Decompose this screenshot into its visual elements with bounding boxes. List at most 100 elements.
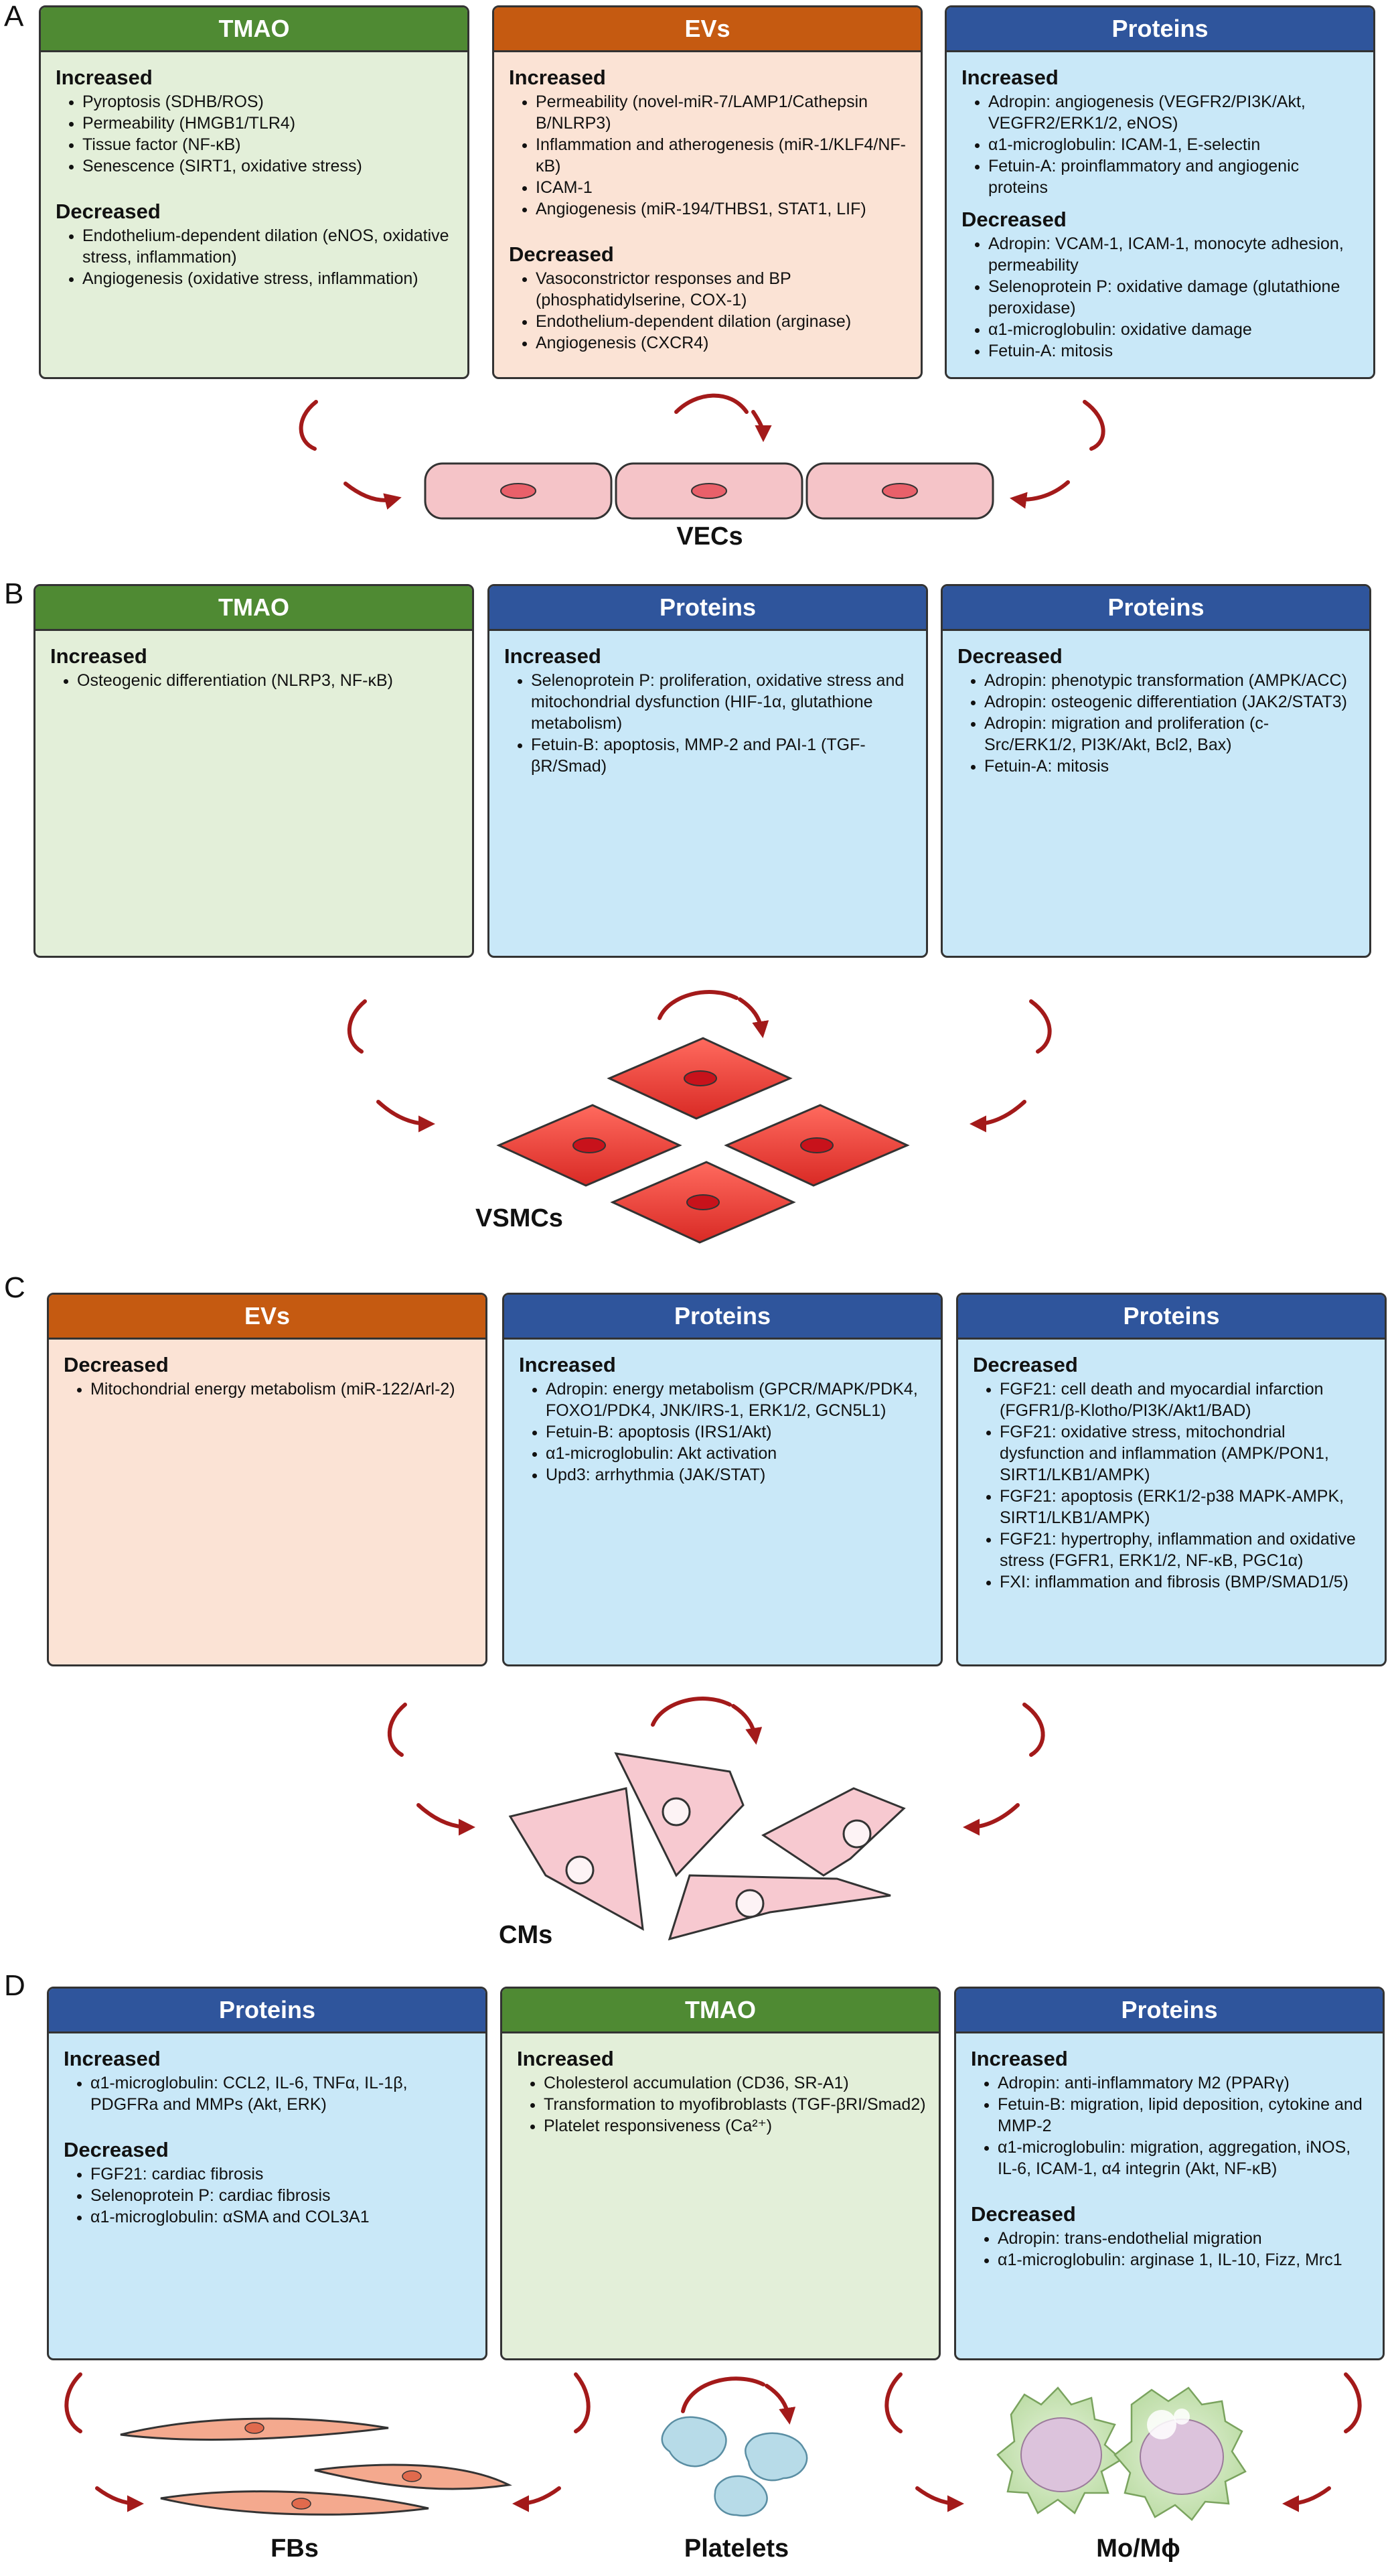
effect-item: FGF21: cell death and myocardial infarct… (1000, 1378, 1373, 1421)
curved-arrow-icon (1083, 400, 1105, 451)
curved-arrow-icon (512, 2486, 561, 2512)
panel-c-evs-box: EVs Decreased Mitochondrial energy metab… (47, 1293, 487, 1666)
panel-b-arrows (347, 990, 1052, 1133)
section-heading: Increased (517, 2047, 614, 2070)
effect-item: Fetuin-B: migration, lipid deposition, c… (998, 2094, 1371, 2137)
effect-item: Adropin: angiogenesis (VEGFR2/PI3K/Akt, … (988, 91, 1361, 134)
platelet-cells (661, 2416, 808, 2517)
section-heading: Decreased (509, 242, 614, 266)
section-heading: Increased (519, 1353, 616, 1376)
box-title: TMAO (502, 1989, 939, 2033)
cell-label-vecs: VECs (676, 522, 743, 551)
effect-item: Fetuin-B: apoptosis (IRS1/Akt) (546, 1421, 929, 1443)
curved-arrow-icon (674, 393, 749, 414)
curved-arrow-icon (731, 1704, 763, 1745)
curved-arrow-icon (64, 2372, 82, 2433)
curved-arrow-icon (969, 1100, 1026, 1133)
box-title: Proteins (943, 586, 1369, 631)
box-title: TMAO (35, 586, 472, 631)
panel-a-evs-box: EVs Increased Permeability (novel-miR-7/… (492, 5, 923, 379)
curved-arrow-icon (915, 2486, 965, 2512)
curved-arrow-icon (376, 1100, 436, 1133)
curved-arrow-icon (962, 1803, 1020, 1836)
effect-item: Fetuin-A: proinflammatory and angiogenic… (988, 155, 1361, 198)
effect-item: Endothelium-dependent dilation (arginase… (536, 311, 909, 332)
panel-a-tmao-box: TMAO Increased Pyroptosis (SDHB/ROS) Per… (39, 5, 469, 379)
section-heading: Decreased (64, 2138, 169, 2161)
section-heading: Increased (64, 2047, 161, 2070)
effect-item: Fetuin-A: mitosis (988, 340, 1361, 362)
panel-letter-d: D (4, 1969, 25, 2002)
cell-label-platelets: Platelets (684, 2534, 789, 2563)
curved-arrow-icon (347, 999, 367, 1054)
section-heading: Decreased (971, 2202, 1076, 2226)
effect-item: Fetuin-B: apoptosis, MMP-2 and PAI-1 (TG… (531, 734, 914, 777)
curved-arrow-icon (738, 997, 769, 1038)
effect-item: Senescence (SIRT1, oxidative stress) (82, 155, 455, 177)
effect-item: Adropin: VCAM-1, ICAM-1, monocyte adhesi… (988, 233, 1361, 276)
curved-arrow-icon (95, 2486, 145, 2512)
curved-arrow-icon (658, 990, 739, 1020)
effect-item: Osteogenic differentiation (NLRP3, NF-κB… (77, 670, 460, 691)
effect-item: FGF21: oxidative stress, mitochondrial d… (1000, 1421, 1373, 1486)
effect-item: Inflammation and atherogenesis (miR-1/KL… (536, 134, 909, 177)
box-title: Proteins (504, 1295, 941, 1340)
panel-d-arrows (64, 2372, 1362, 2512)
effect-item: Vasoconstrictor responses and BP (phosph… (536, 268, 909, 311)
effect-item: Angiogenesis (oxidative stress, inflamma… (82, 268, 455, 289)
panel-a-proteins-box: Proteins Increased Adropin: angiogenesis… (945, 5, 1375, 379)
panel-letter-b: B (4, 577, 24, 610)
curved-arrow-icon (1010, 480, 1070, 509)
section-heading: Decreased (64, 1353, 169, 1376)
box-title: Proteins (958, 1295, 1385, 1340)
effect-item: Angiogenesis (miR-194/THBS1, STAT1, LIF) (536, 198, 909, 220)
vsmc-cells (496, 1037, 910, 1244)
effect-item: Adropin: migration and proliferation (c-… (984, 713, 1357, 756)
effect-item: Pyroptosis (SDHB/ROS) (82, 91, 455, 113)
curved-arrow-icon (1022, 1703, 1045, 1757)
curved-arrow-icon (681, 2376, 765, 2413)
box-title: Proteins (956, 1989, 1383, 2033)
curved-arrow-icon (416, 1803, 476, 1836)
panel-b-proteins-decreased-box: Proteins Decreased Adropin: phenotypic t… (941, 584, 1371, 958)
cell-label-vsmcs: VSMCs (475, 1204, 563, 1232)
effect-item: Permeability (novel-miR-7/LAMP1/Cathepsi… (536, 91, 909, 134)
effect-item: Platelet responsiveness (Ca²⁺) (544, 2115, 927, 2137)
effect-item: Adropin: anti-inflammatory M2 (PPARγ) (998, 2072, 1371, 2094)
effect-item: α1-microglobulin: Akt activation (546, 1443, 929, 1464)
effect-item: α1-microglobulin: CCL2, IL-6, TNFα, IL-1… (90, 2072, 473, 2115)
panel-d-tmao-box: TMAO Increased Cholesterol accumulation … (500, 1987, 941, 2360)
cardiomyocyte-cells (508, 1752, 906, 1941)
effect-item: Adropin: phenotypic transformation (AMPK… (984, 670, 1357, 691)
curved-arrow-icon (651, 1697, 732, 1727)
effect-item: α1-microglobulin: arginase 1, IL-10, Fiz… (998, 2249, 1371, 2271)
curved-arrow-icon (1344, 2372, 1362, 2433)
effect-item: FGF21: hypertrophy, inflammation and oxi… (1000, 1528, 1373, 1571)
effect-item: Selenoprotein P: proliferation, oxidativ… (531, 670, 914, 734)
effect-item: Cholesterol accumulation (CD36, SR-A1) (544, 2072, 927, 2094)
platelet-icon (714, 2475, 768, 2517)
effect-item: Transformation to myofibroblasts (TGF-βR… (544, 2094, 927, 2115)
section-heading: Increased (56, 66, 153, 89)
effect-item: Endothelium-dependent dilation (eNOS, ox… (82, 225, 455, 268)
effect-item: Upd3: arrhythmia (JAK/STAT) (546, 1464, 929, 1486)
section-heading: Decreased (56, 200, 161, 223)
effect-item: FXI: inflammation and fibrosis (BMP/SMAD… (1000, 1571, 1373, 1593)
panel-a-arrows (299, 393, 1105, 510)
effect-item: α1-microglobulin: ICAM-1, E-selectin (988, 134, 1361, 155)
curved-arrow-icon (1029, 999, 1052, 1054)
section-heading: Decreased (957, 644, 1063, 668)
box-title: TMAO (41, 7, 467, 52)
section-heading: Decreased (973, 1353, 1078, 1376)
panel-d-proteins-mo-box: Proteins Increased Adropin: anti-inflamm… (954, 1987, 1385, 2360)
box-title: Proteins (947, 7, 1373, 52)
cell-label-cms: CMs (499, 1921, 553, 1949)
effect-item: Adropin: trans-endothelial migration (998, 2228, 1371, 2249)
cell-label-fbs: FBs (270, 2534, 319, 2563)
effect-item: Tissue factor (NF-κB) (82, 134, 455, 155)
effect-item: ICAM-1 (536, 177, 909, 198)
panel-c-arrows (387, 1697, 1045, 1836)
section-heading: Increased (50, 644, 147, 668)
box-title: EVs (49, 1295, 485, 1340)
vec-cells (424, 462, 994, 520)
